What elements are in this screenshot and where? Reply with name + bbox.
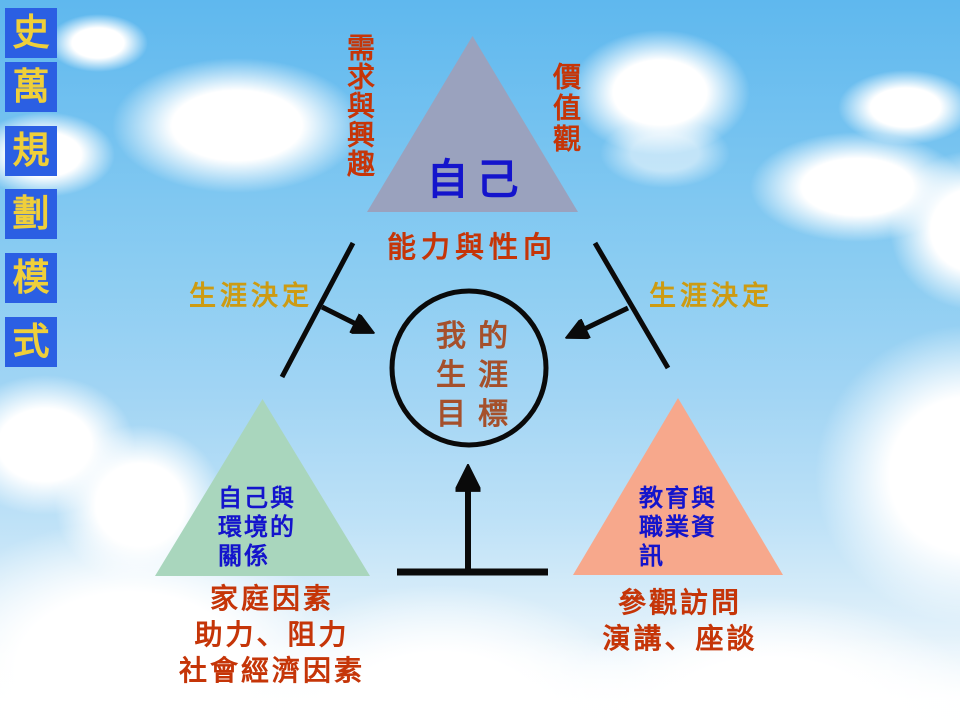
- goal-line: 生涯: [436, 358, 520, 393]
- sidebar-char-box: 史: [5, 8, 57, 58]
- caption-line: 社會經濟因素: [178, 654, 365, 687]
- environment-line: 自己與: [218, 484, 296, 512]
- environment-triangle-text: 自己與 環境的 關係: [218, 484, 296, 571]
- cloud: [48, 14, 148, 72]
- goal-circle-text: 我的 生涯 目標: [392, 317, 552, 434]
- sidebar-char-box: 式: [5, 317, 57, 367]
- information-triangle-text: 教育與 職業資 訊: [639, 484, 717, 571]
- self-label: 自己: [426, 155, 527, 204]
- sidebar-char-box: 模: [5, 253, 57, 303]
- environment-line: 關係: [218, 542, 270, 570]
- left-arrow: [320, 304, 368, 330]
- values-label: 價值觀: [549, 62, 582, 155]
- information-line: 訊: [639, 542, 665, 570]
- sidebar-char-box: 萬: [5, 62, 57, 112]
- needs-interests-label: 需求與興趣: [343, 33, 376, 178]
- sidebar-char-box: 規: [5, 126, 57, 176]
- ability-aptitude-label: 能力與性向: [386, 230, 557, 264]
- environment-caption: 家庭因素 助力、阻力 社會經濟因素: [122, 581, 422, 689]
- caption-line: 演講、座談: [602, 622, 758, 655]
- goal-circle-outline: [389, 288, 549, 448]
- cloud: [112, 58, 362, 193]
- information-caption: 參觀訪問 演講、座談: [540, 585, 820, 657]
- goal-line: 目標: [436, 397, 520, 432]
- left-decision-line: [279, 241, 356, 379]
- caption-line: 家庭因素: [209, 582, 334, 615]
- information-line: 教育與: [639, 484, 717, 512]
- goal-line: 我的: [436, 319, 520, 354]
- cloud-haze-bottom: [0, 636, 960, 720]
- right-arrow: [572, 305, 630, 335]
- information-line: 職業資: [639, 513, 717, 541]
- right-decision-line: [592, 241, 671, 370]
- environment-line: 環境的: [218, 513, 296, 541]
- caption-line: 助力、阻力: [194, 618, 350, 651]
- career-decision-right-label: 生涯決定: [649, 281, 773, 312]
- cloud: [600, 118, 730, 188]
- career-decision-left-label: 生涯決定: [189, 281, 313, 312]
- caption-line: 參觀訪問: [617, 586, 742, 619]
- sidebar-char-box: 劃: [5, 189, 57, 239]
